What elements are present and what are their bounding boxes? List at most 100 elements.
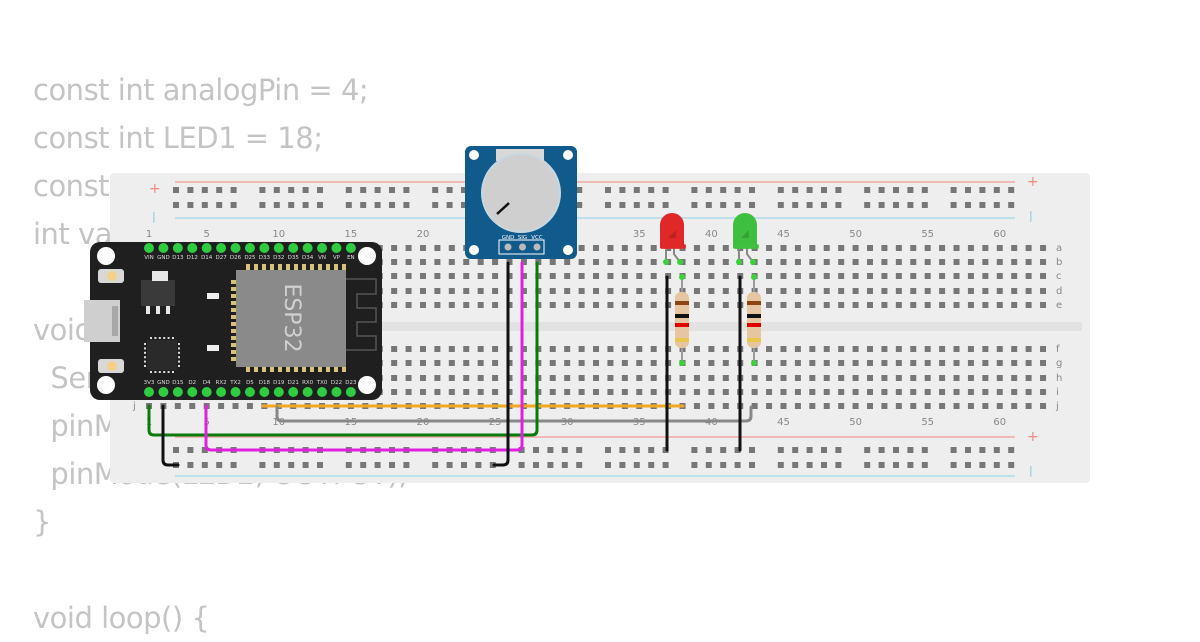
breadboard-hole[interactable] [722,375,729,381]
breadboard-hole[interactable] [549,259,556,265]
breadboard-hole[interactable] [246,403,253,409]
breadboard-hole[interactable] [881,346,888,352]
breadboard-hole[interactable] [691,187,698,193]
breadboard-hole[interactable] [979,187,986,193]
breadboard-hole[interactable] [708,288,715,294]
esp32-pin[interactable] [144,387,154,397]
breadboard-hole[interactable] [549,273,556,279]
breadboard-hole[interactable] [780,389,787,395]
breadboard-hole[interactable] [578,389,585,395]
breadboard-hole[interactable] [996,245,1003,251]
esp32-pin[interactable] [144,243,154,253]
gnd-wire-esp[interactable] [161,404,180,467]
breadboard-hole[interactable] [475,462,482,468]
breadboard-hole[interactable] [619,202,626,208]
breadboard-hole[interactable] [477,288,484,294]
breadboard-hole[interactable] [953,273,960,279]
breadboard-hole[interactable] [403,187,410,193]
breadboard-hole[interactable] [924,245,931,251]
breadboard-hole[interactable] [910,302,917,308]
breadboard-hole[interactable] [1011,389,1018,395]
breadboard-hole[interactable] [549,302,556,308]
breadboard-hole[interactable] [907,462,914,468]
esp32-pin[interactable] [331,387,342,397]
esp32-pin[interactable] [302,387,313,397]
breadboard-hole[interactable] [633,187,640,193]
breadboard-hole[interactable] [895,346,902,352]
breadboard-hole[interactable] [463,259,470,265]
breadboard-hole[interactable] [403,202,410,208]
breadboard-hole[interactable] [621,389,628,395]
breadboard-hole[interactable] [821,202,827,208]
breadboard-hole[interactable] [780,375,787,381]
breadboard-hole[interactable] [708,245,715,251]
breadboard-hole[interactable] [893,202,899,208]
breadboard-hole[interactable] [924,360,931,366]
breadboard-hole[interactable] [216,202,223,208]
breadboard-hole[interactable] [636,389,643,395]
breadboard-hole[interactable] [607,273,614,279]
breadboard-hole[interactable] [593,273,600,279]
breadboard-hole[interactable] [953,259,960,265]
breadboard-hole[interactable] [953,245,960,251]
pot-pin[interactable] [519,243,526,251]
breadboard-hole[interactable] [273,187,280,193]
led2-wire[interactable] [275,405,753,423]
breadboard-hole[interactable] [895,389,902,395]
breadboard-hole[interactable] [693,259,700,265]
breadboard-hole[interactable] [621,259,628,265]
breadboard-hole[interactable] [477,259,484,265]
breadboard-hole[interactable] [477,302,484,308]
breadboard-hole[interactable] [621,245,628,251]
breadboard-hole[interactable] [506,259,513,265]
breadboard-hole[interactable] [996,302,1003,308]
breadboard-hole[interactable] [607,245,614,251]
breadboard-hole[interactable] [520,389,527,395]
breadboard-hole[interactable] [230,202,237,208]
breadboard-hole[interactable] [766,389,773,395]
breadboard-hole[interactable] [982,375,989,381]
breadboard-hole[interactable] [967,346,974,352]
breadboard-hole[interactable] [924,259,931,265]
breadboard-hole[interactable] [965,447,971,453]
breadboard-hole[interactable] [867,259,873,265]
breadboard-hole[interactable] [374,187,381,193]
breadboard-hole[interactable] [693,273,700,279]
breadboard-hole[interactable] [895,273,902,279]
breadboard-hole[interactable] [835,202,842,208]
breadboard-hole[interactable] [1040,273,1047,279]
breadboard-hole[interactable] [593,259,600,265]
breadboard-hole[interactable] [693,346,700,352]
breadboard-hole[interactable] [806,462,813,468]
breadboard-hole[interactable] [564,375,571,381]
breadboard-hole[interactable] [777,462,784,468]
breadboard-hole[interactable] [561,462,568,468]
esp32-pin[interactable] [244,243,255,253]
breadboard-hole[interactable] [535,259,542,265]
breadboard-hole[interactable] [809,245,816,251]
breadboard-hole[interactable] [967,375,974,381]
breadboard-hole[interactable] [907,447,914,453]
breadboard-hole[interactable] [939,389,946,395]
breadboard-hole[interactable] [1025,259,1032,265]
breadboard-hole[interactable] [953,375,960,381]
breadboard-hole[interactable] [893,462,899,468]
breadboard-hole[interactable] [607,302,614,308]
breadboard-hole[interactable] [650,360,657,366]
breadboard-hole[interactable] [679,389,686,395]
breadboard-hole[interactable] [549,360,556,366]
breadboard-hole[interactable] [982,288,989,294]
breadboard-hole[interactable] [391,375,398,381]
breadboard-hole[interactable] [477,389,484,395]
breadboard-hole[interactable] [492,375,499,381]
breadboard-hole[interactable] [881,245,888,251]
breadboard-hole[interactable] [953,302,960,308]
breadboard-hole[interactable] [691,202,698,208]
breadboard-hole[interactable] [996,403,1003,409]
breadboard-hole[interactable] [821,187,827,193]
breadboard-hole[interactable] [636,360,643,366]
breadboard-hole[interactable] [867,302,873,308]
breadboard-hole[interactable] [419,273,426,279]
breadboard-hole[interactable] [1011,245,1018,251]
breadboard-hole[interactable] [766,302,773,308]
